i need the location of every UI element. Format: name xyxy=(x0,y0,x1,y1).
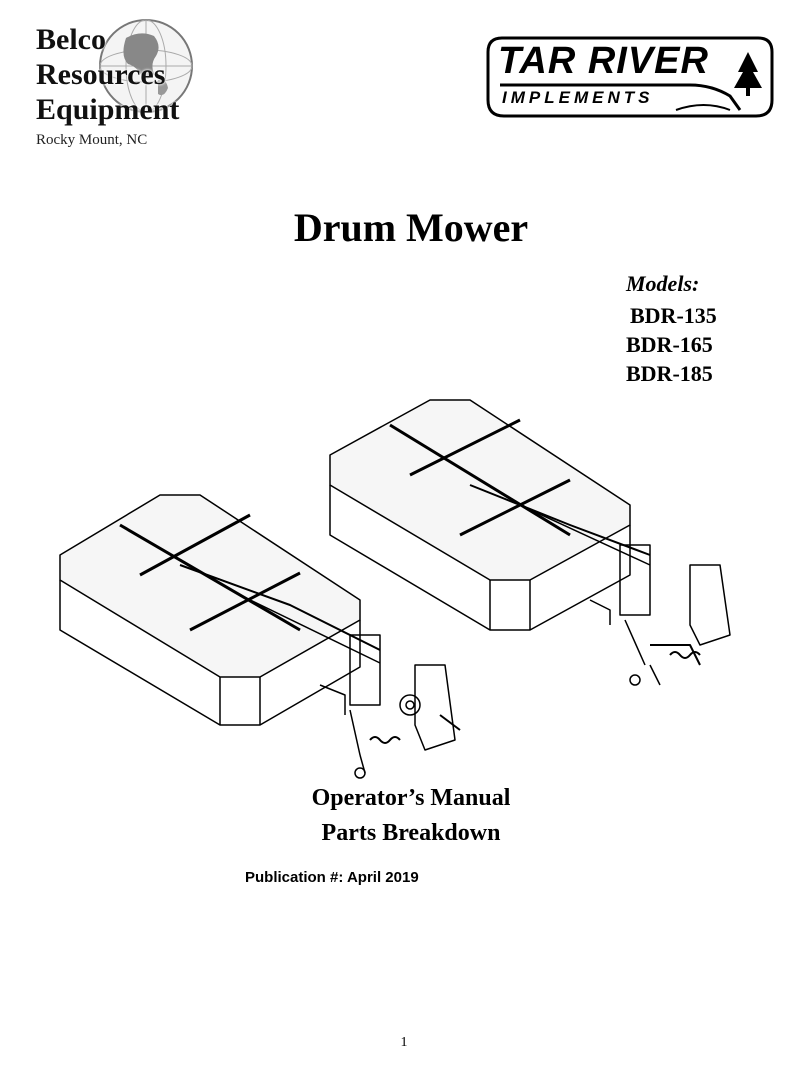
parts-breakdown-heading: Parts Breakdown xyxy=(321,820,501,846)
page-number: 1 xyxy=(400,1035,408,1050)
model-item: BDR-165 xyxy=(626,332,713,357)
belco-name-line1: Belco xyxy=(36,23,106,56)
belco-name-line3: Equipment xyxy=(36,93,180,126)
models-heading: Models: xyxy=(626,271,700,296)
belco-logo: Belco Resources Equipment Rocky Mount, N… xyxy=(32,14,202,154)
tree-icon xyxy=(734,52,762,96)
model-item: BDR-185 xyxy=(626,361,713,386)
belco-name-line2: Resources xyxy=(36,58,166,91)
document-title: Drum Mower xyxy=(293,205,529,250)
tar-river-implements: IMPLEMENTS xyxy=(502,88,654,107)
mower-back xyxy=(329,399,731,686)
tar-river-badge xyxy=(486,36,774,118)
operators-manual-heading: Operator’s Manual xyxy=(311,785,511,811)
belco-location: Rocky Mount, NC xyxy=(36,132,148,148)
mower-front xyxy=(59,494,461,779)
mower-illustration xyxy=(59,399,731,779)
globe-icon xyxy=(99,19,193,113)
publication-info: Publication #: April 2019 xyxy=(245,869,419,886)
tar-river-name: TAR RIVER xyxy=(498,40,709,82)
model-item: BDR-135 xyxy=(630,303,717,328)
tar-river-logo: TAR RIVER IMPLEMENTS xyxy=(480,30,780,125)
